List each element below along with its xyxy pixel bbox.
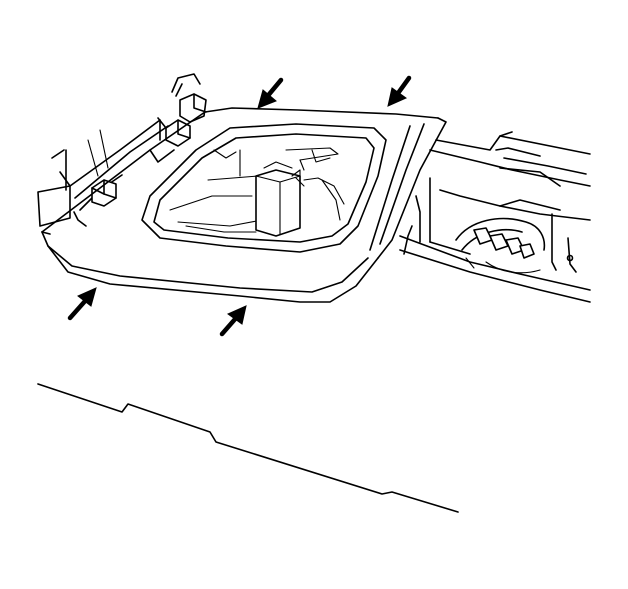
floor-edge-line <box>37 383 459 513</box>
left-console-structure <box>37 119 169 227</box>
arrow-bottom-left-pointer <box>67 287 97 321</box>
trim-plate <box>41 107 447 303</box>
shifter-opening <box>141 123 387 253</box>
upper-retainer-clips <box>157 73 207 147</box>
wiring-harness-connector <box>455 217 546 274</box>
arrow-top-left-pointer <box>257 77 284 109</box>
arrow-bottom-middle-pointer <box>219 305 247 337</box>
left-retainer-clip <box>91 179 117 207</box>
arrow-top-right-pointer <box>387 75 412 107</box>
right-console-structure <box>399 131 591 303</box>
callout-arrows <box>67 75 412 337</box>
